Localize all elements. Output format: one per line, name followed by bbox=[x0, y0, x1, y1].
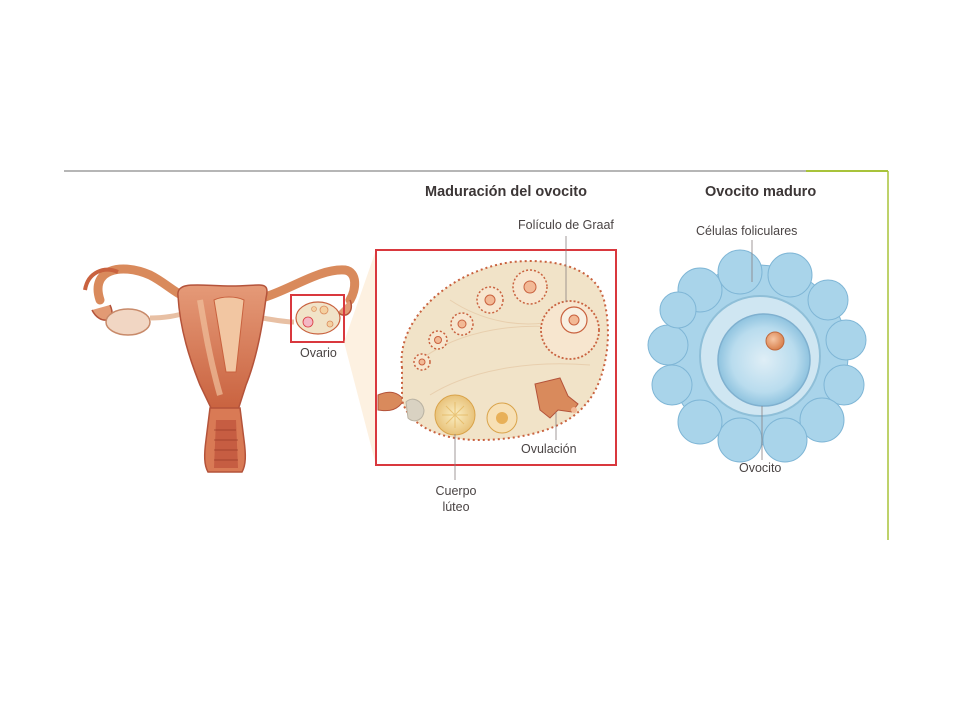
corpus-luteum-label-line1: Cuerpo bbox=[435, 484, 477, 498]
corpus-luteum-label: Cuerpo lúteo bbox=[428, 484, 484, 515]
zoom-wedge bbox=[344, 250, 376, 465]
oocyte-label: Ovocito bbox=[739, 461, 782, 475]
mature-oocyte bbox=[647, 249, 867, 463]
maturation-title: Maduración del ovocito bbox=[425, 184, 587, 200]
uterus-illustration bbox=[83, 264, 360, 473]
ovary-label: Ovario bbox=[300, 346, 337, 360]
follicular-cells-label: Células foliculares bbox=[696, 224, 798, 238]
small-ovary bbox=[295, 301, 341, 335]
ovary-cross-section bbox=[377, 260, 609, 442]
ovary-inset-box bbox=[290, 294, 345, 343]
graaf-follicle-label: Folículo de Graaf bbox=[518, 218, 614, 232]
ovulation-label: Ovulación bbox=[521, 442, 577, 456]
corpus-luteum-label-line2: lúteo bbox=[442, 499, 470, 514]
mature-oocyte-title: Ovocito maduro bbox=[705, 184, 817, 200]
